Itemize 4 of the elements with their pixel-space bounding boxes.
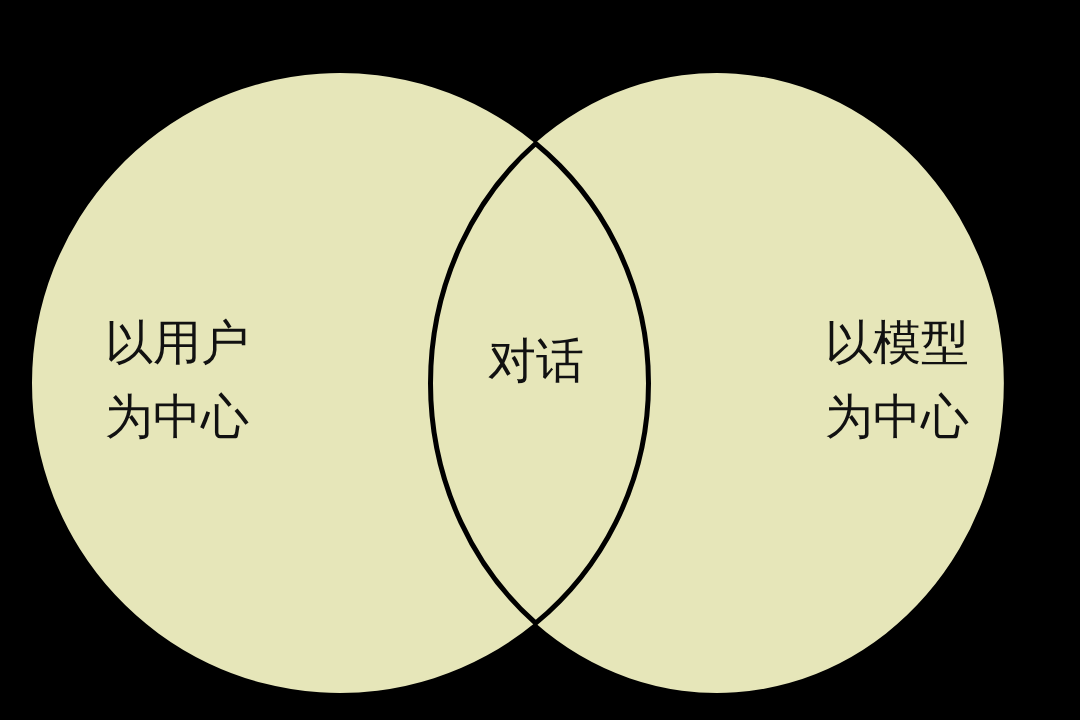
- set-label: 以模型为中心: [825, 313, 970, 446]
- overlap-region: [427, 140, 651, 626]
- overlap-label: 对话: [488, 331, 584, 390]
- set-label: 以用户为中心: [105, 313, 250, 446]
